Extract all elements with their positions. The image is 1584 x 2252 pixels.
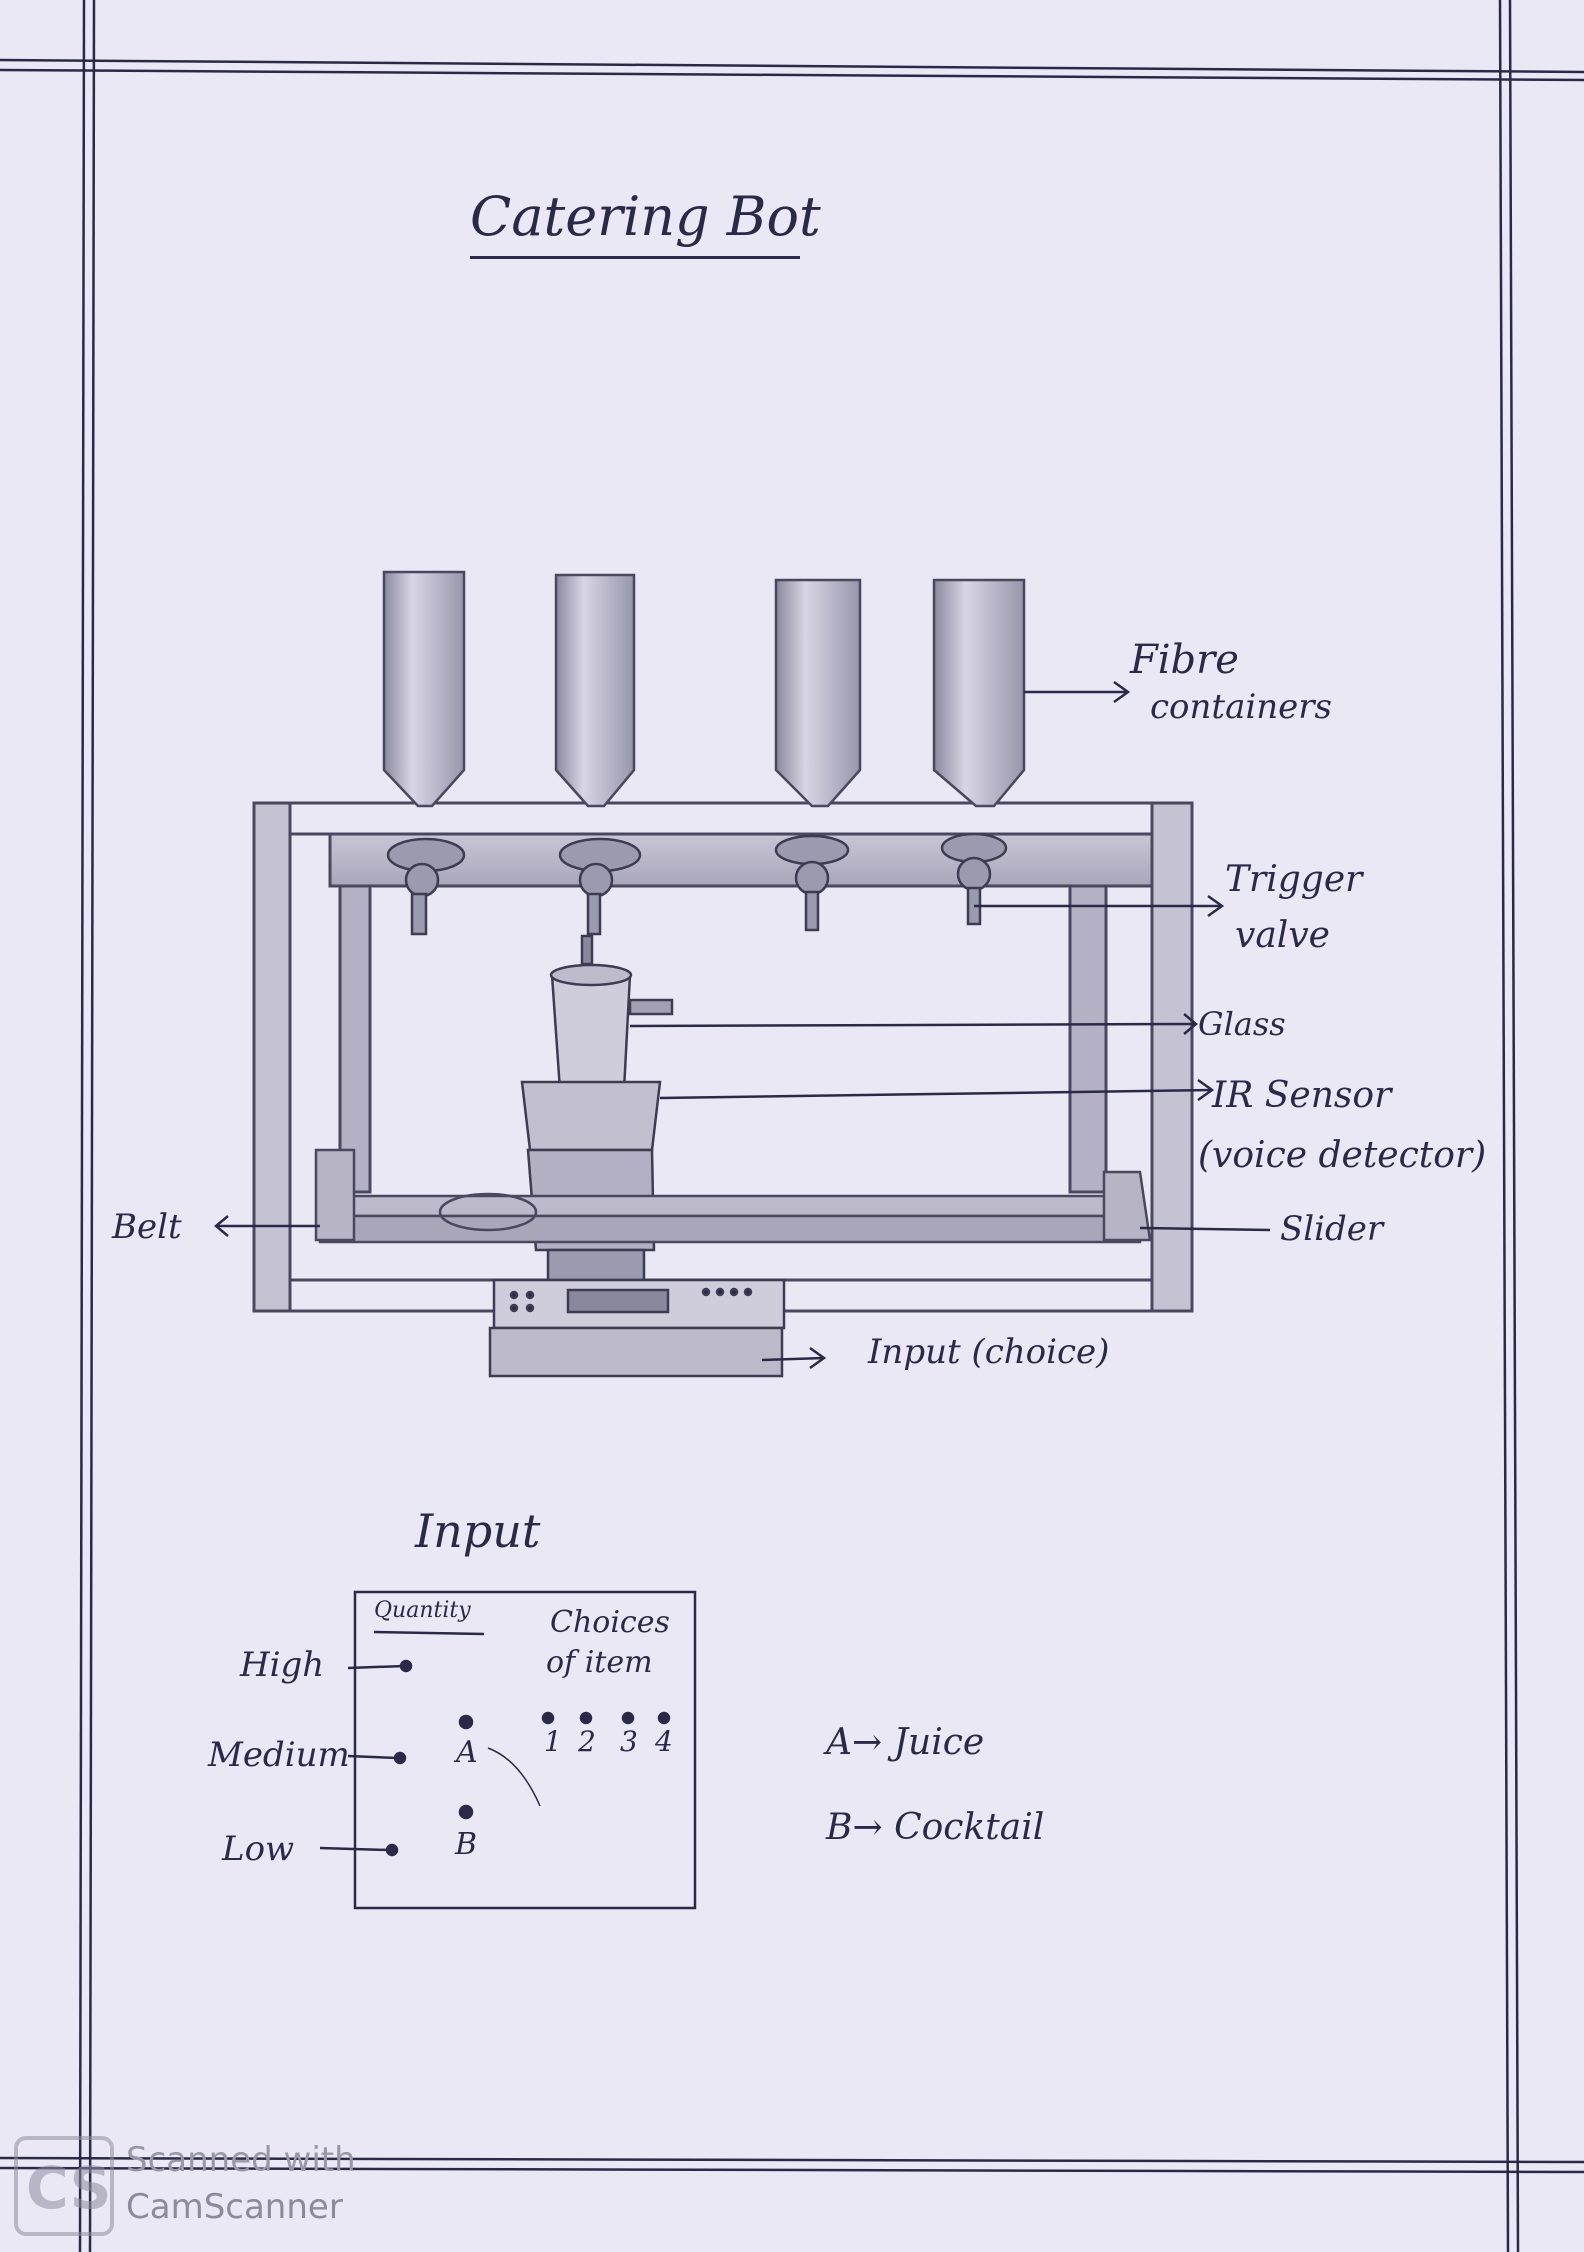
label-voice-detector: (voice detector) — [1198, 1135, 1487, 1176]
watermark-line1: Scanned with — [126, 2140, 356, 2180]
leader-arrows — [214, 680, 1271, 1370]
valve-4 — [940, 832, 1008, 926]
label-trigger: Trigger — [1225, 859, 1363, 900]
item-number-4: 4 — [655, 1725, 673, 1758]
type-b: B — [455, 1827, 478, 1862]
bottle-4 — [932, 578, 1026, 808]
label-glass: Glass — [1198, 1005, 1286, 1043]
label-input-choice: Input (choice) — [868, 1332, 1110, 1372]
item-number-1: 1 — [544, 1725, 562, 1758]
input-heading: Input — [415, 1504, 541, 1558]
fibre-containers — [382, 570, 1026, 808]
bottle-3 — [774, 578, 862, 808]
watermark-line2: CamScanner — [126, 2187, 343, 2227]
label-containers: containers — [1150, 687, 1332, 727]
bottle-2 — [554, 573, 636, 808]
level-low: Low — [222, 1829, 295, 1869]
trigger-valves — [386, 832, 1008, 936]
input-panel — [319, 1590, 697, 1910]
level-high: High — [240, 1645, 325, 1685]
machine-frame — [252, 801, 1194, 1313]
label-quantity: Quantity — [374, 1598, 471, 1623]
label-choices: Choices — [550, 1605, 670, 1640]
valve-2 — [558, 837, 642, 936]
label-belt: Belt — [112, 1207, 182, 1247]
label-slider: Slider — [1280, 1209, 1384, 1249]
valve-1 — [386, 837, 466, 936]
input-box — [488, 1278, 786, 1378]
label-fibre: Fibre — [1130, 637, 1239, 683]
title-underline — [470, 256, 800, 259]
svg-text:CS: CS — [26, 2154, 111, 2222]
item-number-2: 2 — [578, 1725, 596, 1758]
label-of-item: of item — [546, 1645, 653, 1680]
camscanner-logo: CS — [14, 2136, 114, 2236]
key-juice: A→ Juice — [826, 1722, 985, 1763]
label-ir-sensor: IR Sensor — [1212, 1075, 1392, 1116]
label-valve: valve — [1235, 915, 1330, 956]
slider-rail — [314, 1148, 1152, 1244]
item-number-3: 3 — [620, 1725, 638, 1758]
bottle-1 — [382, 570, 466, 808]
level-medium: Medium — [208, 1735, 350, 1775]
valve-3 — [774, 834, 850, 932]
diagram-title: Catering Bot — [470, 185, 821, 248]
type-a: A — [456, 1735, 478, 1770]
key-cocktail: B→ Cocktail — [826, 1807, 1045, 1848]
